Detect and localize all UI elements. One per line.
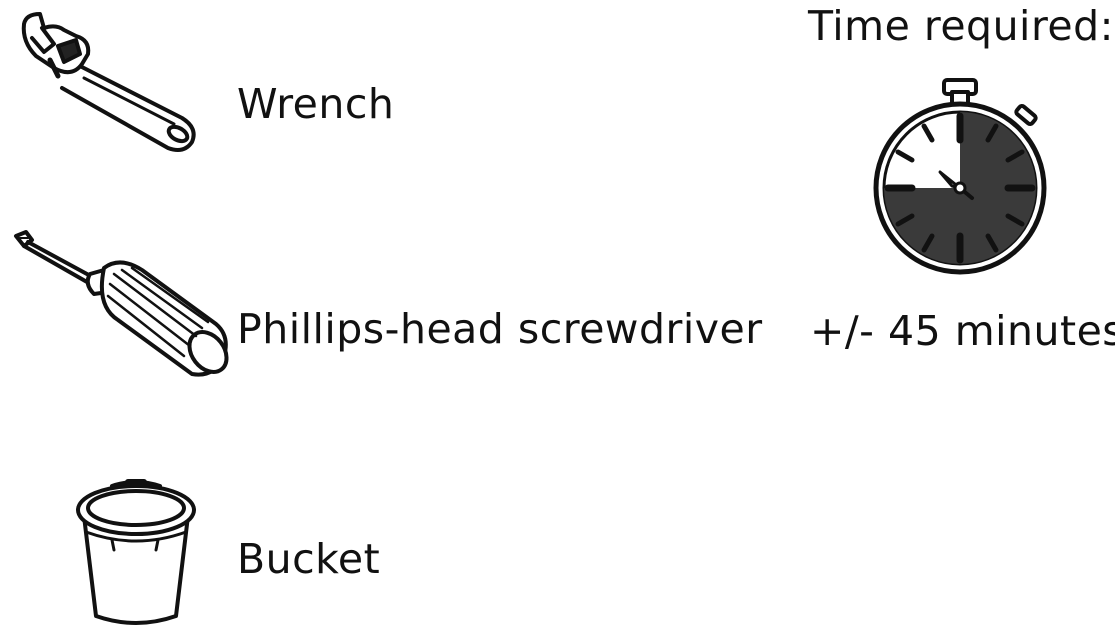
wrench-icon <box>21 12 196 152</box>
time-required-value: +/- 45 minutes <box>810 307 1115 355</box>
time-required-title: Time required: <box>808 2 1114 50</box>
screwdriver-label: Phillips-head screwdriver <box>237 305 763 353</box>
stopwatch-icon <box>873 78 1047 275</box>
bucket-icon <box>76 479 196 625</box>
screwdriver-icon <box>14 230 229 377</box>
bucket-label: Bucket <box>237 535 381 583</box>
wrench-label: Wrench <box>237 80 395 128</box>
